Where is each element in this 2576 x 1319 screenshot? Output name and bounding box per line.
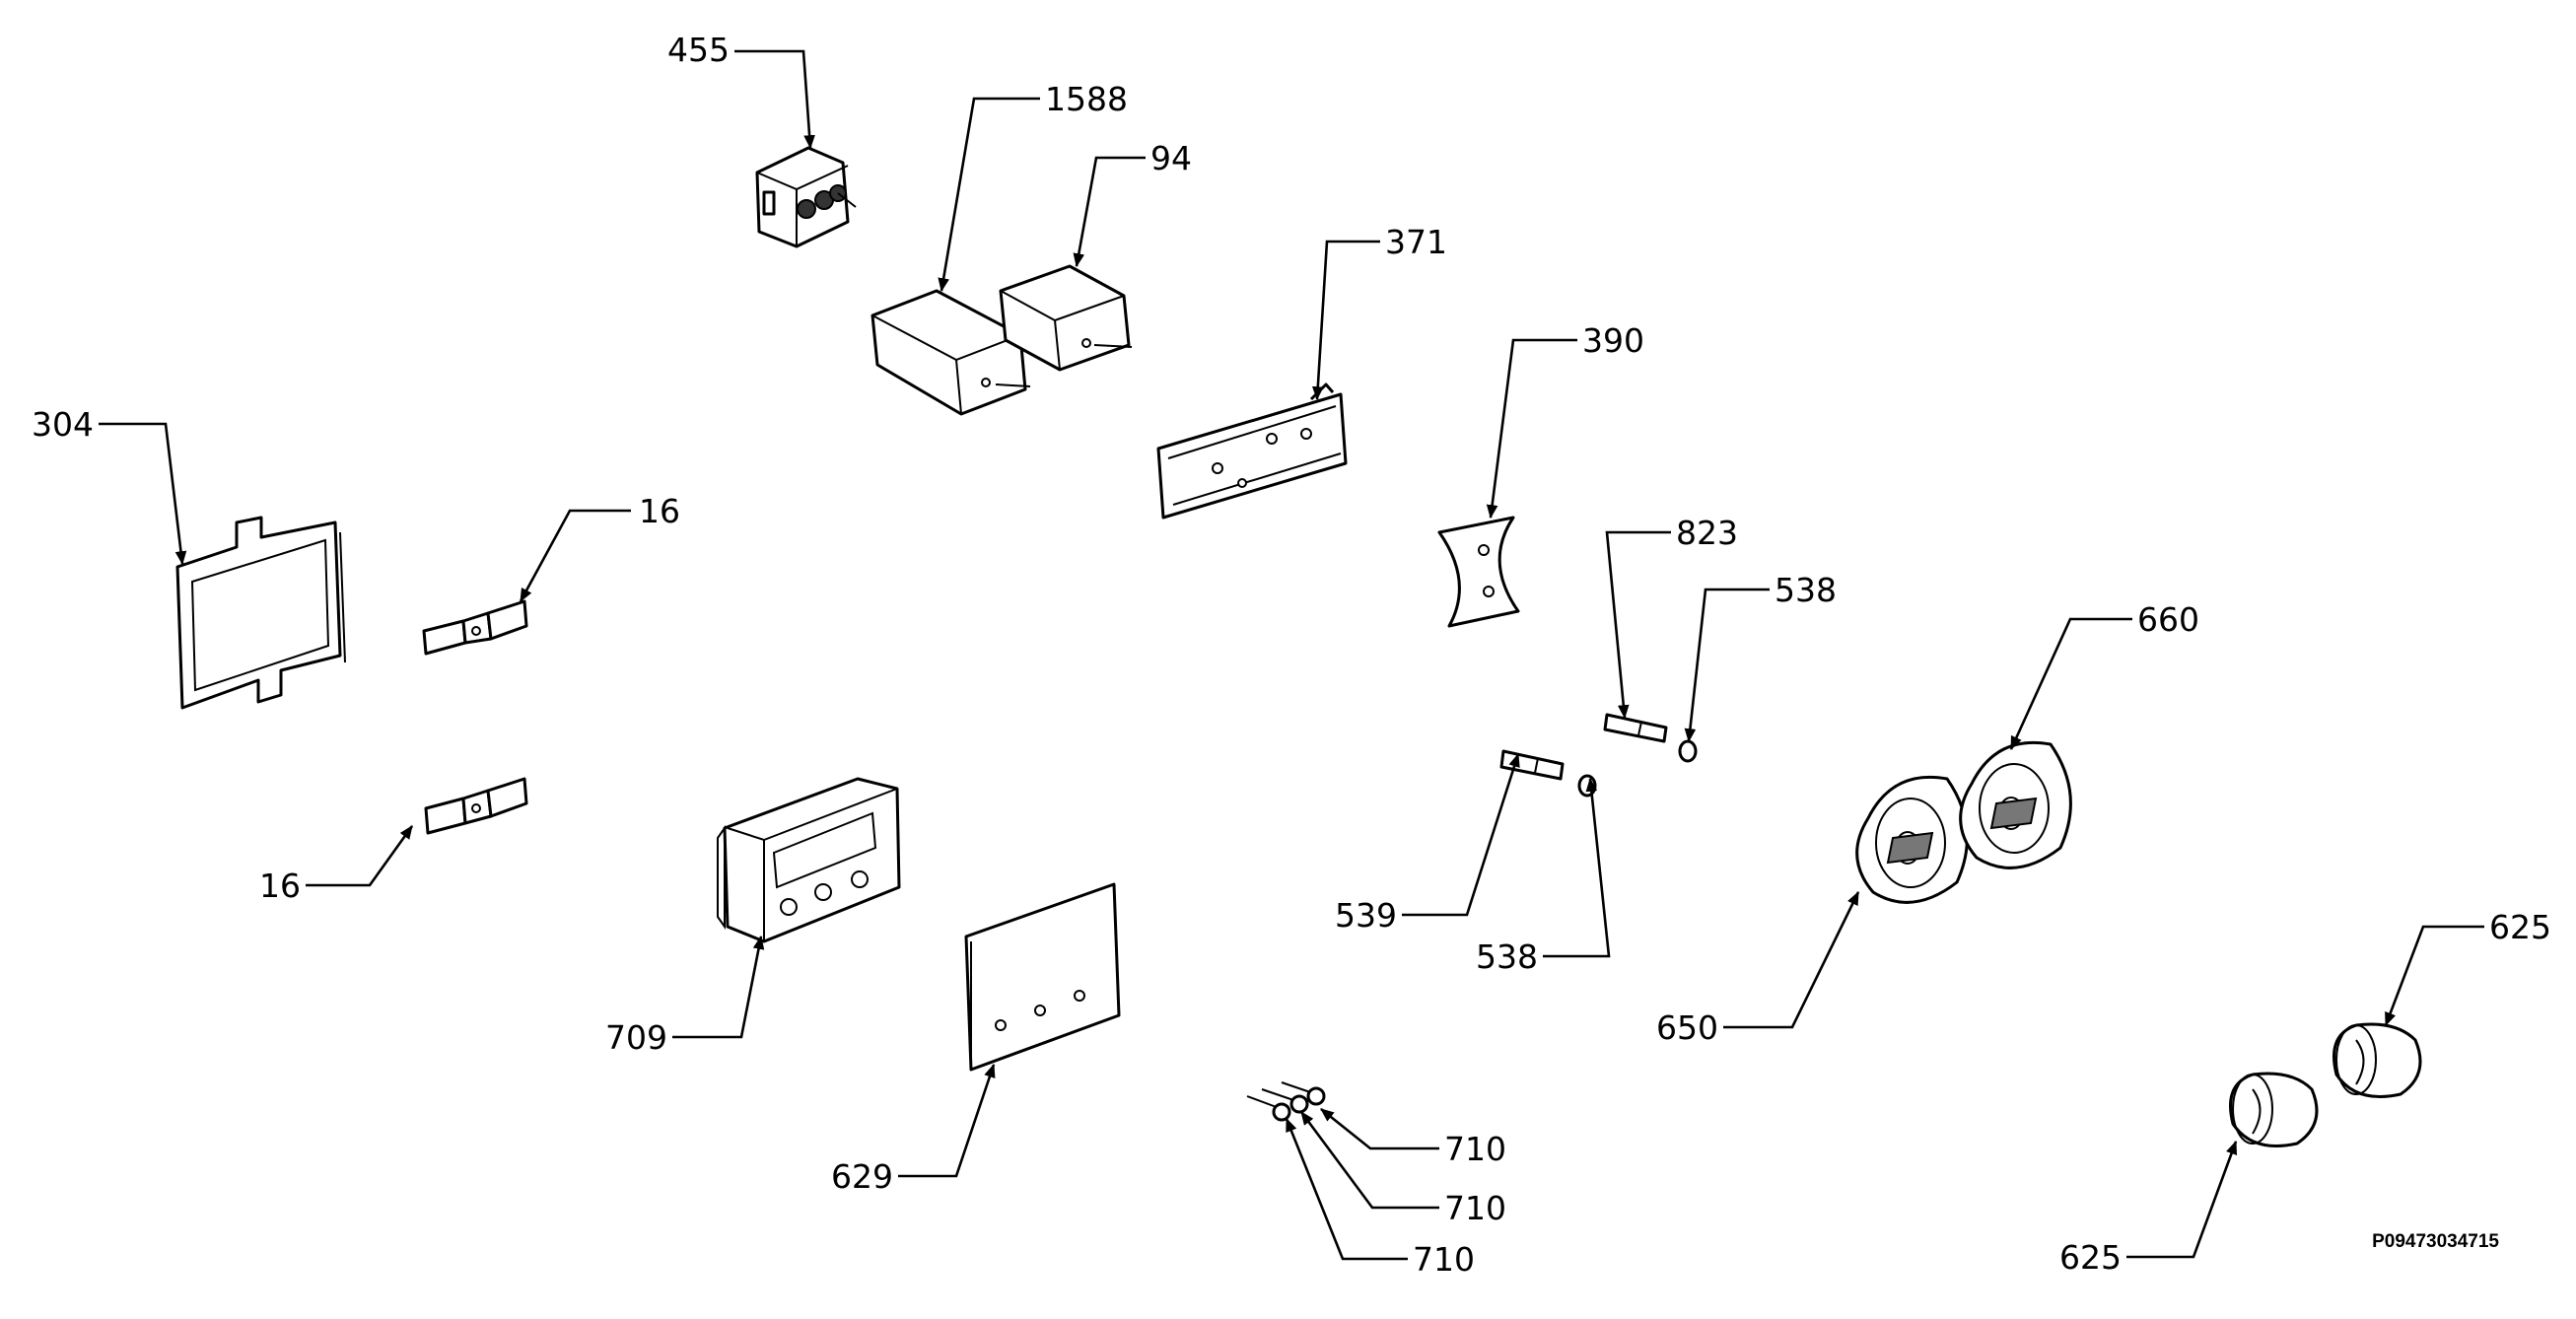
drawing-code: P09473034715: [2372, 1231, 2499, 1252]
label-16-lower: 16: [259, 867, 301, 905]
part-390-clip: [1437, 516, 1520, 628]
label-16-upper: 16: [639, 492, 680, 530]
part-16-bracket-upper: [422, 599, 528, 656]
label-538-upper: 538: [1775, 571, 1837, 609]
label-539: 539: [1335, 896, 1397, 935]
part-labels: 455 1588 94 371 390 304 16 823 538 660 5…: [32, 31, 2551, 1279]
label-371: 371: [1385, 223, 1447, 261]
part-709-display: [717, 777, 901, 943]
part-16-bracket-lower: [424, 777, 528, 835]
part-625-knob-upper: [2332, 1022, 2422, 1098]
part-660-bezel: [1959, 740, 2072, 869]
part-371-rail: [1156, 382, 1348, 520]
part-650-bezel: [1855, 775, 1969, 904]
label-709: 709: [605, 1018, 667, 1057]
part-304-frame: [175, 516, 346, 710]
label-455: 455: [667, 31, 730, 69]
label-1588: 1588: [1045, 80, 1128, 118]
label-710-b: 710: [1444, 1189, 1506, 1227]
label-390: 390: [1582, 321, 1644, 360]
label-94: 94: [1150, 139, 1192, 177]
label-625-lower: 625: [2059, 1238, 2122, 1277]
part-625-knob-lower: [2229, 1072, 2319, 1147]
part-629-panel: [964, 882, 1121, 1072]
part-823-shaft: [1603, 713, 1668, 743]
label-625-upper: 625: [2489, 908, 2551, 946]
part-94-box: [999, 264, 1133, 372]
label-660: 660: [2137, 600, 2199, 639]
label-538-lower: 538: [1476, 937, 1538, 976]
label-629: 629: [831, 1157, 893, 1196]
leader-lines: [99, 49, 2484, 1261]
part-1588-box: [870, 289, 1031, 416]
part-455-switch: [755, 146, 857, 248]
part-538-ring-upper: [1678, 739, 1698, 763]
label-710-c: 710: [1413, 1240, 1475, 1279]
label-650: 650: [1656, 1008, 1718, 1047]
label-823: 823: [1676, 514, 1738, 552]
part-710-screws: [1246, 1081, 1326, 1122]
label-304: 304: [32, 405, 94, 444]
label-710-a: 710: [1444, 1130, 1506, 1168]
